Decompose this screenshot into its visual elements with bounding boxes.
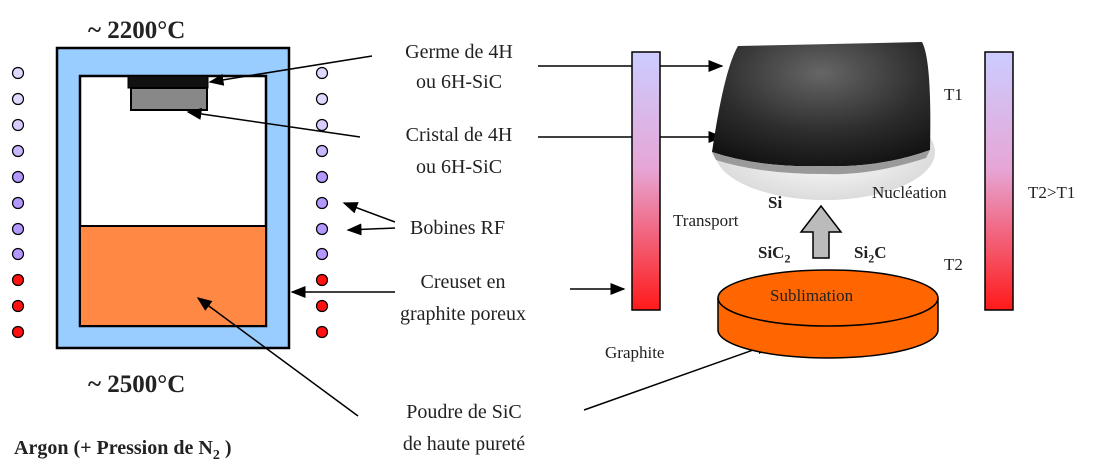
powder-label-line2: de haute pureté	[402, 433, 526, 455]
leader-lines	[186, 55, 772, 417]
sublimation-label: Sublimation	[770, 286, 854, 305]
coil-turn	[11, 325, 25, 339]
seed-label-line1: Germe de 4H	[405, 41, 513, 63]
coil-turn	[11, 170, 25, 184]
graphite-temperature-bar	[631, 51, 661, 311]
sic2-subscript: 2	[784, 251, 791, 266]
nucleation-label: Nucléation	[872, 183, 947, 202]
coil-turn	[11, 247, 25, 261]
sublimation-disc	[717, 269, 939, 359]
coil-turn	[315, 144, 329, 158]
coil-turn	[315, 118, 329, 132]
temperature-gradient-bar	[984, 51, 1014, 311]
powder-pointer-right	[583, 342, 772, 411]
si-species: Si	[768, 193, 783, 212]
coil-turn	[11, 299, 25, 313]
coil-turn	[315, 222, 329, 236]
t2-label: T2	[944, 255, 963, 274]
coil-turn	[315, 273, 329, 287]
coil-turn	[315, 299, 329, 313]
rf-coils-right	[315, 66, 329, 339]
rf-coils-left	[11, 66, 25, 339]
atmosphere-main: Argon (+ Pression de N	[14, 437, 213, 459]
si2c-part-a: Si	[854, 243, 869, 262]
crystal-boule	[712, 42, 935, 200]
coil-turn	[11, 66, 25, 80]
atmosphere-close: )	[219, 437, 232, 459]
crystal-pointer	[186, 108, 361, 138]
powder-pointer-left	[196, 297, 359, 417]
seed-holder	[127, 75, 209, 89]
crystal-label-line2: ou 6H-SiC	[415, 156, 503, 178]
sic2-species: SiC2	[758, 244, 790, 264]
rf-coils-label: Bobines RF	[410, 217, 506, 239]
coil-turn	[11, 118, 25, 132]
coil-pointer-1	[342, 202, 396, 223]
coil-turn	[315, 247, 329, 261]
coil-turn	[11, 196, 25, 210]
graphite-label: Graphite	[605, 343, 665, 362]
sic-powder-charge	[79, 225, 267, 327]
coil-turn	[11, 222, 25, 236]
transport-label: Transport	[673, 211, 739, 230]
coil-turn	[11, 144, 25, 158]
sic2-main: SiC	[758, 243, 785, 262]
powder-label-line1: Poudre de SiC	[406, 401, 522, 423]
coil-pointer-2	[346, 223, 396, 236]
crystal-block	[130, 87, 208, 111]
crystal-rim	[712, 150, 930, 175]
coil-turn	[315, 325, 329, 339]
coil-turn	[315, 92, 329, 106]
seed-pointer	[208, 55, 373, 86]
crucible-label-line1: Creuset en	[420, 271, 506, 293]
t2-greater-t1-label: T2>T1	[1028, 183, 1076, 202]
si2c-subscript: 2	[868, 251, 875, 266]
coil-turn	[11, 92, 25, 106]
si2c-species: Si2C	[854, 244, 886, 264]
coil-turn	[315, 196, 329, 210]
crystal-label-line1: Cristal de 4H	[405, 124, 513, 146]
crucible-label-line2: graphite poreux	[399, 303, 527, 325]
t1-label: T1	[944, 85, 963, 104]
atmosphere-label: Argon (+ Pression de N2 )	[14, 438, 231, 463]
bottom-temperature: ~ 2500°C	[88, 371, 186, 398]
coil-turn	[315, 66, 329, 80]
coil-turn	[11, 273, 25, 287]
crystal-body	[712, 42, 931, 167]
transport-arrow	[799, 204, 843, 259]
seed-label-line2: ou 6H-SiC	[415, 71, 503, 93]
coil-turn	[315, 170, 329, 184]
si2c-part-b: C	[874, 243, 887, 262]
atmosphere-subscript: 2	[212, 448, 220, 463]
top-temperature: ~ 2200°C	[88, 17, 186, 44]
